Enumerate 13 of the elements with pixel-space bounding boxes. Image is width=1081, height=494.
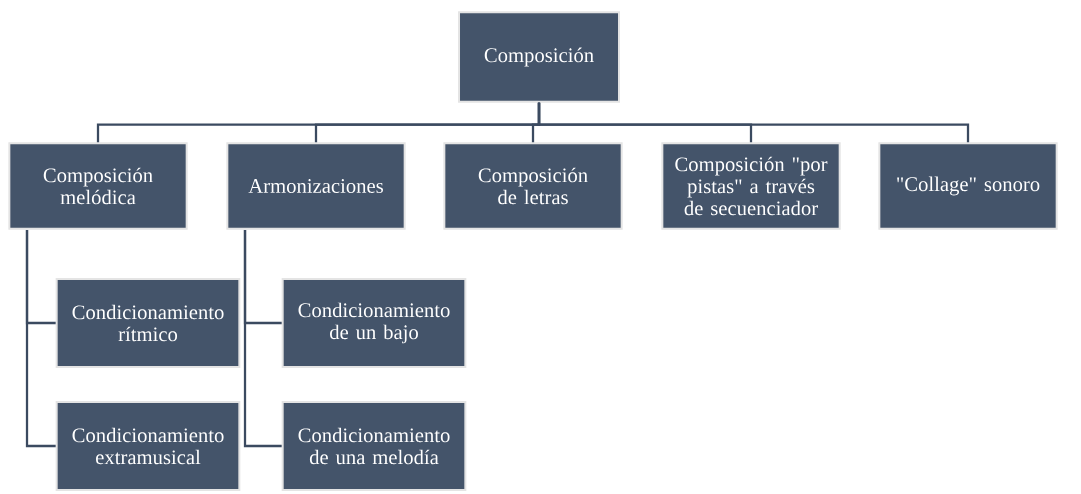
- box: Armonizaciones: [226, 142, 406, 230]
- box: Condicionamiento de una melodía: [281, 401, 467, 491]
- box: "Collage" sonoro: [878, 142, 1058, 230]
- connector-line: [25, 230, 56, 448]
- box: Condicionamiento rítmico: [55, 278, 241, 368]
- box: Composición de letras: [443, 142, 623, 230]
- box: Condicionamiento de un bajo: [281, 278, 467, 368]
- connector-line: [537, 102, 970, 143]
- box: Composición melódica: [8, 142, 188, 230]
- connector-line: [243, 230, 282, 448]
- box: Composición: [458, 11, 620, 103]
- box: Composición "por pistas" a través de secuenciador: [661, 142, 841, 230]
- box: Condicionamiento extramusical: [55, 401, 241, 491]
